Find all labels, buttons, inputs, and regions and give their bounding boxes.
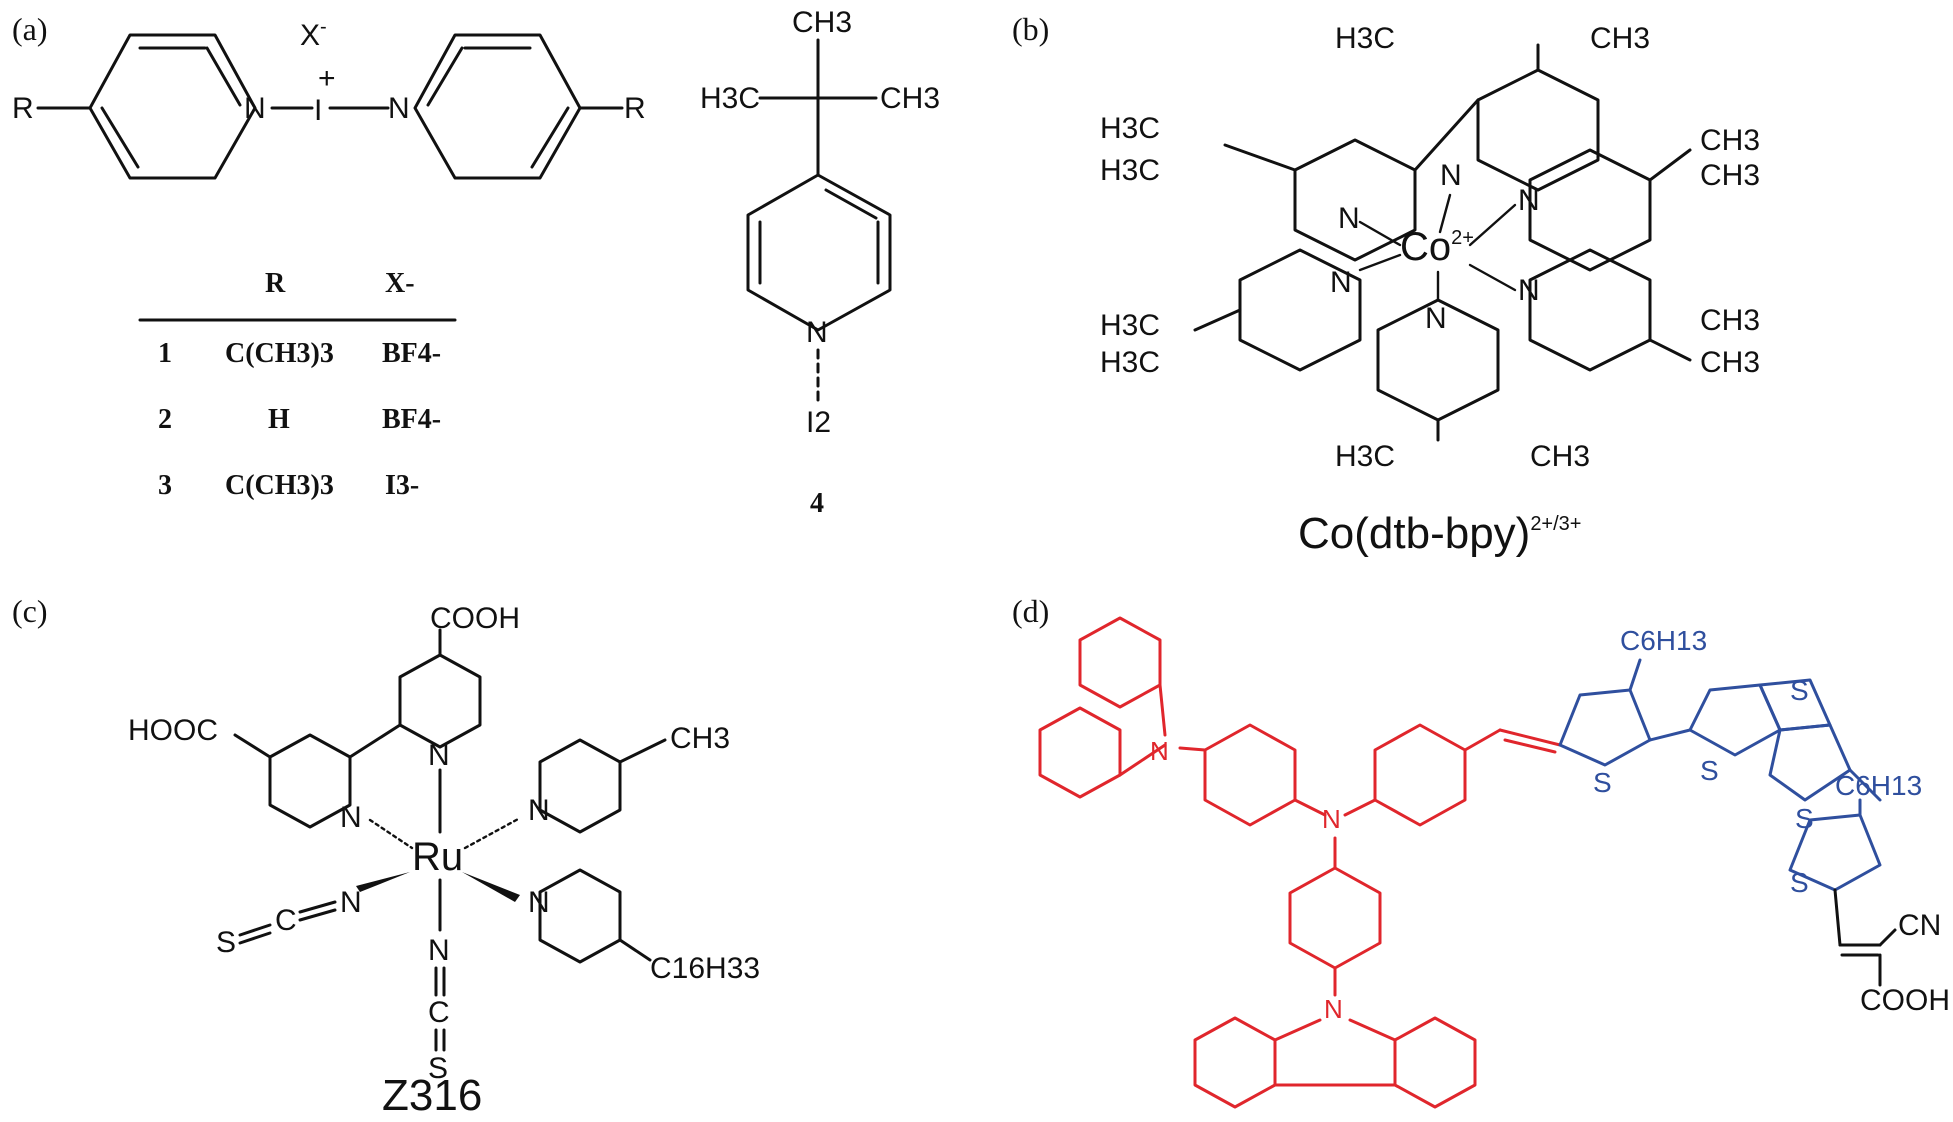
iodine-center: I [314,94,322,127]
substituent-table: R X- 1 C(CH3)3 BF4- 2 H BF4- 3 C(CH3)3 I… [138,268,457,501]
panel-b: (b) Co2+ N N H3C CH3 H3C H3C N N [1012,11,1760,558]
tbu-left1-h3c: H3C [1100,112,1160,145]
panel-a-label: (a) [12,11,48,47]
d-s-3: S [1790,675,1809,706]
panel-d-label: (d) [1012,593,1049,629]
c4-h3c-left: H3C [700,82,760,115]
c-ncs-left-s: S [216,926,236,959]
panel-b-label: (b) [1012,11,1049,47]
dtt-ring-1 [1688,683,1782,757]
pyridine-right [413,33,582,180]
table-row-1-x: BF4- [382,338,441,369]
d-cooh: COOH [1860,984,1950,1017]
table-row-1-num: 1 [158,338,172,369]
c-cooh-top: COOH [430,602,520,635]
c-ncs-bottom-n: N [428,934,450,967]
n-left: N [244,92,266,125]
table-row-2-r: H [268,404,290,435]
phenyl-2 [1373,723,1467,827]
d-s-1: S [1593,767,1612,798]
bpy-right: N N [1468,148,1692,372]
bpy-right-n1: N [1518,184,1540,217]
wedge-bond-left [356,872,410,892]
carbazole-bottom [1193,1016,1477,1109]
bpy-bottom-n1: N [1330,266,1352,299]
tbu-right1-ch3: CH3 [1700,124,1760,157]
c-n-left: N [340,801,362,834]
tbu-right2-ch3: CH3 [1700,304,1760,337]
table-header-r: R [265,268,286,299]
d-c6h13-top: C6H13 [1620,625,1707,656]
c-ncs-left-n: N [340,886,362,919]
carbazole-top: N [1038,616,1207,799]
tbu-top-h3c: H3C [1335,22,1395,55]
c-ncs-bottom-s: S [428,1052,448,1085]
c4-number: 4 [810,488,824,519]
bpy-top-n1: N [1440,159,1462,192]
c4-ch3-top: CH3 [792,6,852,39]
tbu-left1-h3c-2: H3C [1100,154,1160,187]
pyridine-left [88,33,257,180]
phenyl-1 [1203,723,1297,827]
tbu-left2-h3c: H3C [1100,309,1160,342]
c-n-top: N [428,739,450,772]
bpy-top: N N [1223,43,1600,262]
c4-nitrogen: N [806,316,828,349]
d-s-2: S [1700,755,1719,786]
tbu-right2-ch3-2: CH3 [1700,346,1760,379]
bpy-right-n2: N [1518,274,1540,307]
table-header-x: X- [385,268,415,299]
tbu-left2-h3c-2: H3C [1100,346,1160,379]
bpy-bottom: N N [1193,248,1500,442]
tbu-bottom-ch3: CH3 [1530,440,1590,473]
tbu-top-ch3: CH3 [1590,22,1650,55]
bpy-c-right [538,738,667,964]
d-c6h13-bottom: C6H13 [1835,770,1922,801]
panel-a: (a) R N I + X- N R R X- [12,6,940,519]
c4-i2: I2 [806,406,831,439]
table-row-2-x: BF4- [382,404,441,435]
table-row-1-r: C(CH3)3 [225,338,334,369]
d-s-5: S [1790,867,1809,898]
c4-ch3-right: CH3 [880,82,940,115]
ru-metal: Ru [412,835,463,879]
table-row-2-num: 2 [158,404,172,435]
bpy-c-top [233,628,482,829]
panel-c-label: (c) [12,593,48,629]
phenyl-3 [1288,866,1382,970]
dtt-ring-3 [1768,723,1852,802]
d-n-carbazole-top: N [1150,736,1169,766]
c-hooc-left: HOOC [128,714,218,747]
thiophene-2 [1788,813,1882,892]
wedge-bond-right [462,872,520,902]
tbu-right1-ch3-2: CH3 [1700,159,1760,192]
c-c16h33: C16H33 [650,952,760,985]
c-ch3: CH3 [670,722,730,755]
c-n-right2: N [528,886,550,919]
r-right: R [624,92,646,125]
compound-4: CH3 H3C CH3 N I2 4 [700,6,940,519]
r-left: R [12,92,34,125]
complex-name-b: Co(dtb-bpy)2+/3+ [1298,509,1581,558]
iodine-charge: + [318,62,336,95]
panel-d: (d) N N N [1012,593,1950,1109]
c-ncs-left-c: C [275,904,297,937]
thiophene-1 [1558,688,1652,767]
c-n-right1: N [528,794,550,827]
counterion-x: X- [300,16,327,52]
tbu-bottom-h3c: H3C [1335,440,1395,473]
complex-name-c: Z316 [382,1071,482,1120]
d-cn: CN [1898,909,1941,942]
d-n-amine: N [1322,804,1341,834]
c-ncs-bottom-c: C [428,996,450,1029]
table-row-3-r: C(CH3)3 [225,470,334,501]
table-row-3-num: 3 [158,470,172,501]
d-n-carbazole-bottom: N [1324,994,1343,1024]
bpy-top-n2: N [1338,202,1360,235]
panel-c: (c) COOH HOOC N N Ru N N CH3 C16H33 [12,593,760,1120]
bpy-bottom-n2: N [1425,302,1447,335]
table-row-3-x: I3- [385,470,419,501]
n-right: N [388,92,410,125]
